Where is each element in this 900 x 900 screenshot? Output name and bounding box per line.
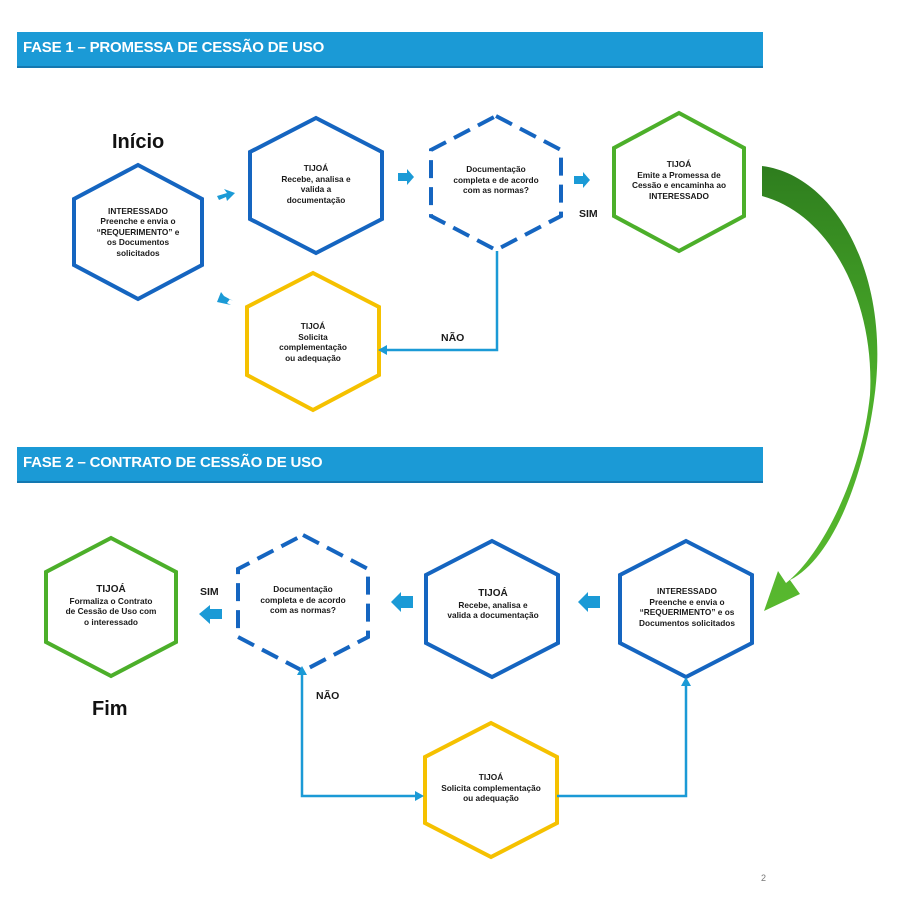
- p2-arrow-to-recebe: [578, 592, 600, 612]
- p2-interessado-line: Documentos solicitados: [639, 617, 735, 628]
- phase2-title: FASE 2 – CONTRATO DE CESSÃO DE USO: [23, 454, 323, 471]
- p1-interessado-line: “REQUERIMENTO” e: [96, 226, 180, 237]
- p1-decisao-line: Documentação: [466, 164, 526, 175]
- p1-decisao-line: com as normas?: [463, 185, 529, 196]
- start-label: Início: [112, 131, 165, 153]
- p2-nao-start-arrowhead: [297, 666, 307, 675]
- p1-interessado-line: Preenche e envia o: [100, 216, 176, 227]
- p1-tijoa-recebe-line: documentação: [286, 194, 346, 205]
- p2-arrow-to-formaliza: [199, 605, 222, 624]
- p1-interessado-hex: [72, 162, 204, 302]
- phase2-banner: FASE 2 – CONTRATO DE CESSÃO DE USO: [17, 447, 763, 483]
- p1-tijoa-solicita-line: ou adequação: [285, 352, 341, 363]
- p1-tijoa-solicita-line: complementação: [279, 342, 347, 352]
- p1-tijoa-emite-hex: [612, 110, 746, 254]
- p1-tijoa-recebe-line: Recebe, analisa e: [281, 173, 351, 184]
- p1-tijoa-recebe-text: TIJOÁ Recebe, analisa e valida a documen…: [258, 155, 374, 213]
- p2-tijoa-solicita-text: TIJOÁ Solicita complementação ou adequaç…: [432, 768, 550, 808]
- p1-interessado-title: INTERESSADO: [108, 205, 168, 216]
- p2-nao-arrowhead: [415, 791, 424, 801]
- end-label: Fim: [92, 698, 128, 720]
- p2-tijoa-formaliza-line: o interessado: [84, 616, 138, 627]
- p1-decisao-hex: [429, 113, 563, 253]
- p2-decisao-hex: [236, 532, 370, 674]
- p2-tijoa-recebe-title: TIJOÁ: [478, 588, 508, 600]
- p2-interessado-title: INTERESSADO: [657, 586, 717, 596]
- p1-decisao-text: Documentação completa e de acordo com as…: [440, 158, 552, 202]
- p1-interessado-text: INTERESSADO Preenche e envia o “REQUERIM…: [80, 192, 196, 272]
- p1-nao-label: NÃO: [441, 332, 465, 344]
- p2-tijoa-solicita-line: Solicita complementação: [441, 782, 541, 793]
- p2-tijoa-solicita-title: TIJOÁ: [478, 772, 504, 783]
- p1-tijoa-emite-title: TIJOÁ: [666, 159, 692, 169]
- p1-arrow-to-decisao: [398, 169, 414, 185]
- p1-tijoa-solicita-title: TIJOÁ: [300, 321, 326, 331]
- p2-decisao-line: Documentação: [273, 584, 333, 595]
- p1-tijoa-recebe-line: valida a: [300, 184, 332, 194]
- p2-interessado-line: Preenche e envia o: [649, 596, 725, 607]
- p2-tijoa-solicita-line: ou adequação: [463, 793, 519, 804]
- p1-tijoa-recebe-hex: [248, 115, 384, 256]
- p2-tijoa-formaliza-hex: [44, 535, 178, 679]
- p1-tijoa-emite-line: Cessão e encaminha ao: [631, 180, 727, 190]
- p1-nao-arrowhead: [378, 345, 387, 355]
- p2-decisao-text: Documentação completa e de acordo com as…: [247, 578, 359, 622]
- p2-tijoa-formaliza-title: TIJOÁ: [96, 584, 126, 595]
- p2-tijoa-recebe-hex: [424, 538, 560, 680]
- p2-tijoa-recebe-line: valida a documentação: [447, 610, 539, 621]
- p1-arrow-to-interessado: [217, 292, 233, 305]
- p2-interessado-text: INTERESSADO Preenche e envia o “REQUERIM…: [626, 582, 748, 632]
- p2-nao-label: NÃO: [316, 690, 340, 702]
- p1-tijoa-solicita-text: TIJOÁ Solicita complementação ou adequaç…: [256, 314, 370, 370]
- p1-tijoa-recebe-title: TIJOÁ: [303, 163, 329, 173]
- p2-tijoa-recebe-text: TIJOÁ Recebe, analisa e valida a documen…: [434, 584, 552, 626]
- p2-return-connector: [557, 684, 688, 798]
- p1-tijoa-solicita-hex: [245, 270, 381, 413]
- phase1-title: FASE 1 – PROMESSA DE CESSÃO DE USO: [23, 39, 325, 56]
- p2-return-arrowhead: [681, 677, 691, 686]
- p1-arrow-to-emite: [574, 172, 590, 188]
- p1-arrow-to-recebe: [217, 189, 235, 201]
- p1-tijoa-emite-line: INTERESSADO: [649, 190, 709, 201]
- p2-tijoa-formaliza-text: TIJOÁ Formaliza o Contrato de Cessão de …: [52, 580, 170, 632]
- p1-tijoa-solicita-line: Solicita: [298, 331, 328, 342]
- p1-tijoa-emite-line: Emite a Promessa de: [637, 169, 721, 180]
- page-number: 2: [761, 873, 767, 883]
- p1-decisao-line: completa e de acordo: [453, 174, 539, 185]
- p2-tijoa-recebe-line: Recebe, analisa e: [458, 599, 528, 610]
- p2-decisao-line: completa e de acordo: [260, 594, 346, 605]
- p2-nao-connector: [300, 673, 417, 798]
- phase-transition-arrow: [762, 166, 878, 611]
- p1-interessado-line: os Documentos: [106, 237, 170, 248]
- p2-tijoa-formaliza-line: de Cessão de Uso com: [65, 606, 157, 616]
- p2-arrow-to-decisao: [391, 592, 413, 612]
- p2-tijoa-formaliza-line: Formaliza o Contrato: [69, 595, 153, 606]
- p1-tijoa-emite-text: TIJOÁ Emite a Promessa de Cessão e encam…: [618, 152, 740, 208]
- p1-sim-label: SIM: [579, 208, 598, 220]
- phase1-banner: FASE 1 – PROMESSA DE CESSÃO DE USO: [17, 32, 763, 68]
- p2-tijoa-solicita-hex: [423, 720, 559, 860]
- p1-nao-connector: [384, 251, 499, 352]
- p2-interessado-line: “REQUERIMENTO” e os: [639, 607, 735, 617]
- p2-sim-label: SIM: [200, 586, 219, 598]
- p1-interessado-line: solicitados: [116, 247, 160, 258]
- p2-decisao-line: com as normas?: [270, 605, 336, 616]
